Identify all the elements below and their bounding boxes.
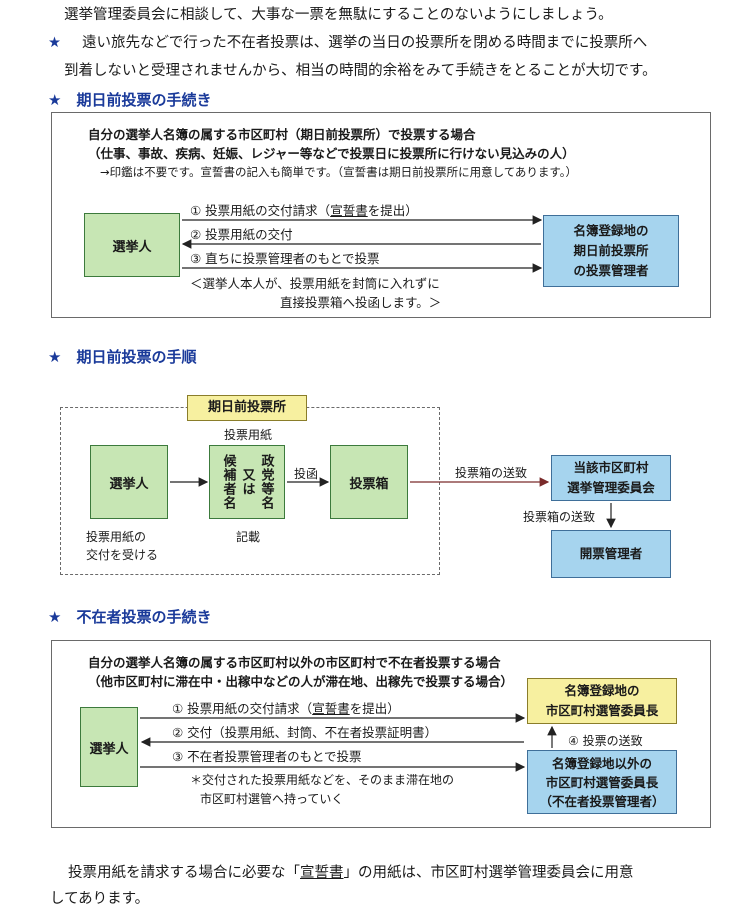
intro-line-1: 選挙管理委員会に相談して、大事な一票を無駄にすることのないようにしましょう。	[64, 7, 613, 23]
section2-heading: ★ 期日前投票の手順	[48, 346, 196, 367]
section2-voter-box: 選挙人	[90, 445, 168, 519]
section3-step-1-tail: を提出）	[349, 701, 400, 716]
section1-step-1: ① 投票用紙の交付請求（宣誓書を提出）	[190, 200, 418, 219]
section1-condition-1: 自分の選挙人名簿の属する市区町村（期日前投票所）で投票する場合	[88, 127, 476, 142]
ballot-or: 又は	[239, 468, 255, 496]
section1-heading: ★ 期日前投票の手続き	[48, 89, 211, 110]
section1-admin-line-2: 期日前投票所	[573, 243, 649, 258]
section1-admin-line-3: の投票管理者	[573, 263, 649, 278]
ballot-party-name: 政党等名	[258, 454, 274, 510]
section3-step-2: ② 交付（投票用紙、封筒、不在者投票証明書）	[172, 725, 438, 740]
home-line-2: 市区町村選管委員長	[545, 703, 659, 718]
other-line-3: （不在者投票管理者）	[539, 793, 665, 809]
section3-note-line-1: ＊交付された投票用紙などを、そのまま滞在地の	[190, 773, 455, 787]
section3-condition-1: 自分の選挙人名簿の属する市区町村以外の市区町村で不在者投票する場合	[88, 655, 501, 670]
section3-note-line-2: 市区町村選管へ持っていく	[200, 792, 344, 806]
star-icon: ★	[48, 608, 62, 626]
other-registry-box: 名簿登録地以外の 市区町村選管委員長 （不在者投票管理者）	[527, 750, 677, 814]
other-line-1: 名簿登録地以外の	[551, 755, 652, 771]
ballot-label: 投票用紙	[224, 428, 273, 442]
section3-heading: ★ 不在者投票の手続き	[48, 606, 211, 627]
count-admin-box: 開票管理者	[551, 530, 671, 578]
section1-step-1-tail: を提出）	[367, 203, 418, 218]
section1-note: →印鑑は不要です。宣誓書の記入も簡単です。（宣誓書は期日前投票所に用意してありま…	[100, 165, 577, 179]
home-line-1: 名簿登録地の	[564, 683, 640, 698]
section1-condition-2: （仕事、事故、疾病、妊娠、レジャー等などで投票日に投票所に行けない見込みの人）	[88, 146, 575, 161]
write-label: 記載	[236, 530, 261, 544]
intro-line-2: 遠い旅先などで行った不在者投票は、選挙の当日の投票所を閉める時間までに投票所へ	[82, 35, 648, 51]
insert-label: 投函	[294, 467, 319, 481]
section3-step-1-text: ① 投票用紙の交付請求（	[172, 701, 313, 716]
section3-voter-box: 選挙人	[80, 707, 138, 787]
receive-line-2: 交付を受ける	[86, 548, 159, 562]
section3-heading-text: 不在者投票の手続き	[76, 608, 212, 626]
section1-heading-text: 期日前投票の手続き	[76, 91, 212, 109]
ballot-paper-box: 候補者名 又は 政党等名	[209, 445, 285, 519]
oath-form-link[interactable]: 宣誓書	[330, 203, 368, 218]
section2-heading-text: 期日前投票の手順	[76, 348, 197, 366]
closing-line-1: 投票用紙を請求する場合に必要な「宣誓書」の用紙は、市区町村選挙管理委員会に用意	[68, 860, 634, 886]
section3-send-label: ④ 投票の送致	[568, 734, 643, 748]
committee-box: 当該市区町村 選挙管理委員会	[551, 455, 671, 501]
star-icon: ★	[48, 35, 61, 51]
committee-line-2: 選挙管理委員会	[567, 480, 655, 495]
closing-text-a: 投票用紙を請求する場合に必要な「	[68, 865, 300, 881]
closing-line-2: してあります。	[50, 891, 150, 907]
section1-voter-box: 選挙人	[84, 213, 180, 277]
venue-label: 期日前投票所	[187, 395, 307, 421]
section1-admin-box: 名簿登録地の 期日前投票所 の投票管理者	[543, 215, 679, 287]
section1-admin-line-1: 名簿登録地の	[573, 223, 649, 238]
committee-line-1: 当該市区町村	[573, 460, 649, 475]
section1-step-2: ② 投票用紙の交付	[190, 227, 293, 242]
ballot-candidate-name: 候補者名	[220, 454, 236, 510]
oath-form-link[interactable]: 宣誓書	[300, 865, 344, 881]
closing-text-b: 」の用紙は、市区町村選挙管理委員会に用意	[343, 865, 634, 881]
home-registry-box: 名簿登録地の 市区町村選管委員長	[527, 678, 677, 724]
section1-step-1-text: ① 投票用紙の交付請求（	[190, 203, 331, 218]
receive-line-1: 投票用紙の	[86, 530, 147, 544]
section3-step-3: ③ 不在者投票管理者のもとで投票	[172, 749, 362, 764]
send-label-1: 投票箱の送致	[455, 466, 528, 480]
section1-step-3: ③ 直ちに投票管理者のもとで投票	[190, 251, 380, 266]
oath-form-link[interactable]: 宣誓書	[312, 701, 350, 716]
section1-note2-line-2: 直接投票箱へ投函します。＞	[280, 295, 442, 310]
other-line-2: 市区町村選管委員長	[545, 774, 659, 790]
star-icon: ★	[48, 348, 62, 366]
section3-condition-2: （他市区町村に滞在中・出稼中などの人が滞在地、出稼先で投票する場合）	[88, 674, 514, 689]
send-label-2: 投票箱の送致	[523, 510, 596, 524]
star-icon: ★	[48, 91, 62, 109]
ballot-box: 投票箱	[330, 445, 408, 519]
section3-step-1: ① 投票用紙の交付請求（宣誓書を提出）	[172, 698, 400, 717]
intro-line-3: 到着しないと受理されませんから、相当の時間的余裕をみて手続きをとることが大切です…	[64, 63, 657, 79]
section1-note2-line-1: ＜選挙人本人が、投票用紙を封筒に入れずに	[190, 276, 440, 291]
